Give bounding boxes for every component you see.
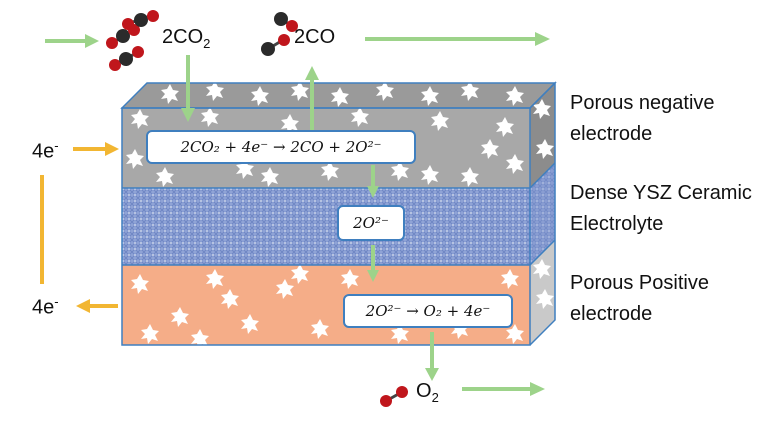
cathode-equation-box: 2CO₂ + 4e⁻ → 2CO + 2O²⁻ xyxy=(146,130,416,164)
o2-label: O2 xyxy=(416,380,439,405)
co2-molecules-icon xyxy=(106,10,159,71)
electron-label-top: 4e- xyxy=(32,138,59,163)
positive-electrode-label: Porous Positive electrode xyxy=(570,272,709,325)
electron-label-bottom: 4e- xyxy=(32,294,59,319)
co-label: 2CO xyxy=(294,26,336,48)
electrolyte-label: Dense YSZ Ceramic Electrolyte xyxy=(570,182,752,235)
cell-outline xyxy=(120,81,557,346)
anode-equation-box: 2O²⁻ → O₂ + 4e⁻ xyxy=(343,294,513,328)
oxide-ion-box: 2O²⁻ xyxy=(337,205,405,241)
electron-flow-arrows xyxy=(40,142,119,313)
o2-molecule-icon xyxy=(380,386,408,407)
gas-flow-arrows xyxy=(45,32,550,396)
electrolyte-layer xyxy=(122,188,530,265)
negative-electrode-label: Porous negative electrode xyxy=(570,92,715,145)
co-molecules-icon xyxy=(261,12,298,56)
co2-label: 2CO2 xyxy=(162,26,211,51)
